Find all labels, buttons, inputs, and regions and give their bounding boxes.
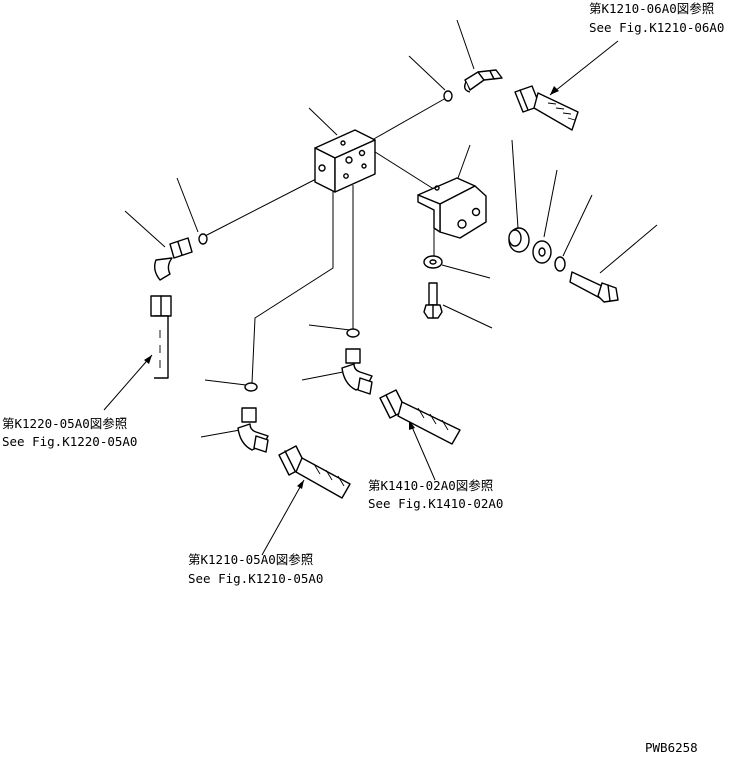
reference-label-left: 第K1220-05A0図参照 See Fig.K1220-05A0 (2, 416, 137, 449)
lower-elbow-fitting (237, 407, 269, 453)
reference-label-center-right: 第K1410-02A0図参照 See Fig.K1410-02A0 (368, 478, 503, 511)
lower-hose (278, 445, 351, 499)
flat-washer (532, 240, 552, 264)
lock-washer (554, 256, 566, 272)
top-right-hose (514, 85, 579, 131)
drawing-code: PWB6258 (645, 740, 698, 755)
part-leaders (124, 19, 658, 438)
mounting-bracket (417, 177, 487, 239)
reference-en: See Fig.K1410-02A0 (368, 496, 503, 511)
bottom-washer (423, 255, 443, 269)
reference-arrows (103, 40, 619, 556)
reference-jp: 第K1410-02A0図参照 (368, 478, 493, 493)
middle-elbow-fitting (341, 348, 373, 395)
reference-jp: 第K1210-06A0図参照 (589, 1, 714, 16)
left-hose (150, 295, 172, 379)
middle-hose (379, 389, 461, 445)
reference-label-top-right: 第K1210-06A0図参照 See Fig.K1210-06A0 (589, 1, 724, 35)
manifold-block (314, 129, 376, 193)
bottom-bolt (423, 282, 443, 319)
side-bolt (569, 271, 619, 303)
reference-en: See Fig.K1210-05A0 (188, 571, 323, 586)
o-rings (198, 90, 453, 392)
assembly-lines (204, 97, 447, 384)
reference-jp: 第K1210-05A0図参照 (188, 552, 313, 567)
top-elbow-fitting (463, 69, 503, 93)
reference-jp: 第K1220-05A0図参照 (2, 416, 127, 431)
reference-en: See Fig.K1220-05A0 (2, 434, 137, 449)
spacer (508, 227, 530, 253)
left-elbow-fitting (153, 237, 193, 281)
reference-en: See Fig.K1210-06A0 (589, 20, 724, 35)
reference-label-bottom-center: 第K1210-05A0図参照 See Fig.K1210-05A0 (188, 552, 323, 586)
